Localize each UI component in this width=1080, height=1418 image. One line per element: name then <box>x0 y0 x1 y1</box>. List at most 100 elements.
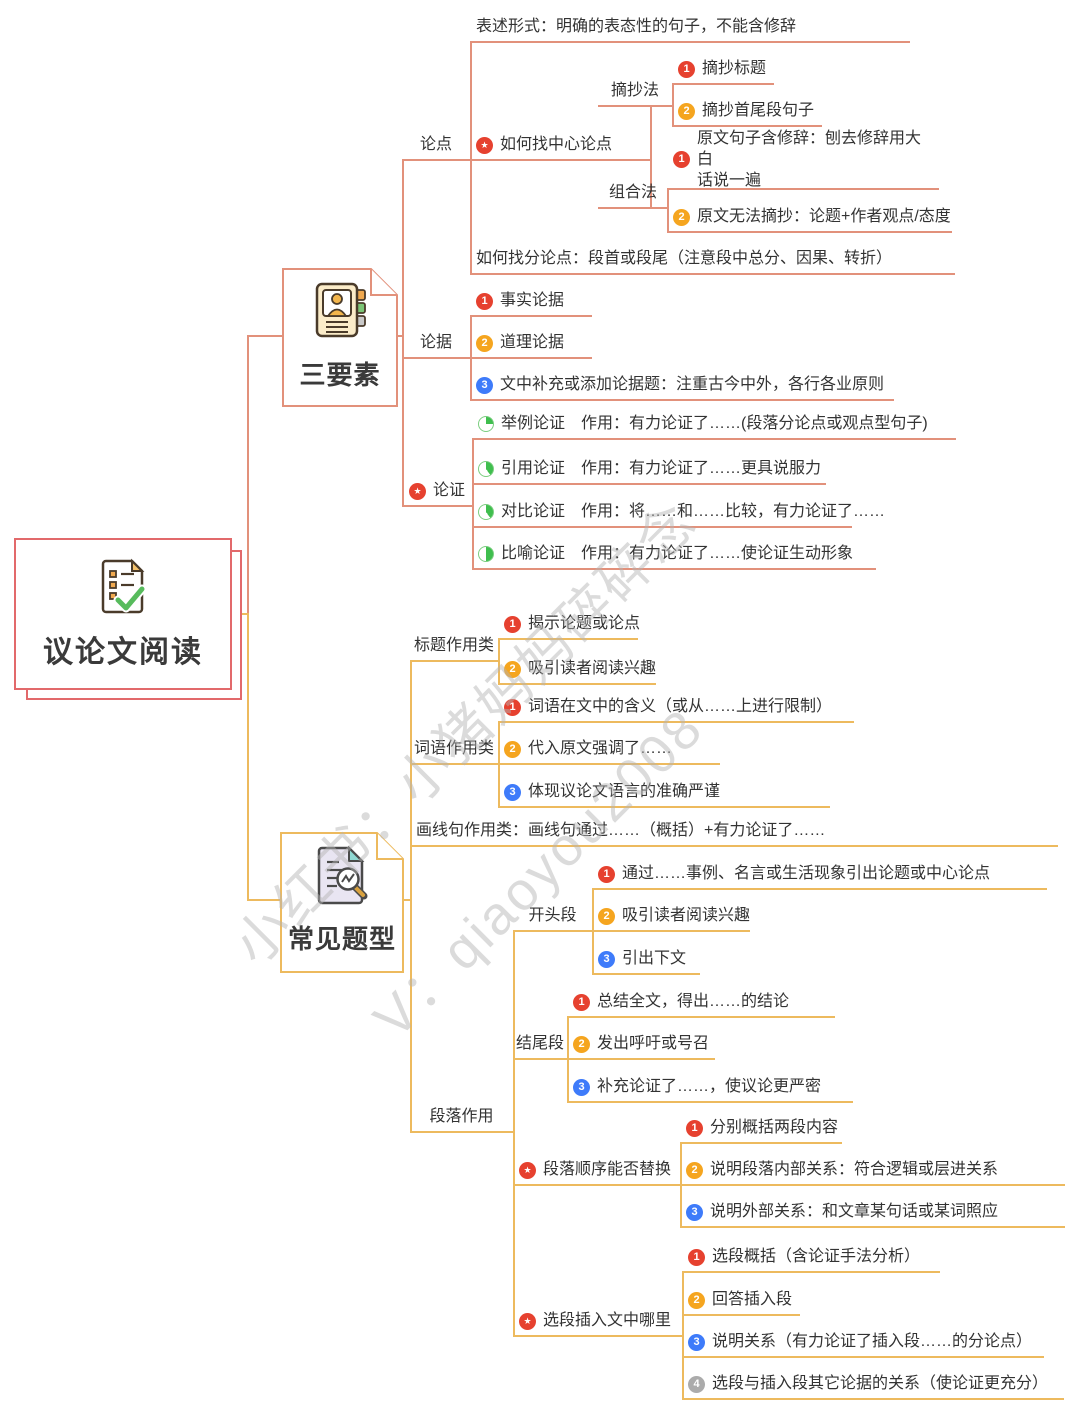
node-cr1: 1 选段概括（含论证手法分析） <box>682 1246 940 1273</box>
star-badge: ★ <box>519 1161 536 1179</box>
number-badge-2: 2 <box>688 1291 705 1309</box>
node-cy3: 3 体现议论文语言的准确严谨 <box>498 781 830 808</box>
node-sx2: 2 说明段落内部关系：符合逻辑或层进关系 <box>680 1159 1065 1186</box>
star-badge: ★ <box>519 1312 536 1330</box>
node-jw2: 2 发出呼吁或号召 <box>567 1033 715 1060</box>
branch-card-sanyaosu: 三要素 <box>282 280 398 392</box>
number-badge-2: 2 <box>504 660 521 678</box>
number-badge-3: 3 <box>686 1203 703 1221</box>
connector-line <box>402 161 404 507</box>
node-lunzheng: ★ 论证 <box>402 480 472 507</box>
node-bt1: 1 揭示论题或论点 <box>498 613 640 640</box>
connector-line <box>247 613 249 901</box>
number-badge-4: 4 <box>688 1375 705 1393</box>
number-badge-1: 1 <box>573 993 590 1011</box>
number-badge-1: 1 <box>476 292 493 310</box>
connector-line <box>567 1018 569 1103</box>
node-zhaochaofa: 摘抄法 <box>598 80 672 107</box>
number-badge-3: 3 <box>598 950 615 968</box>
progress-half-icon <box>478 546 494 562</box>
connector-line <box>402 899 410 901</box>
number-badge-3: 3 <box>476 376 493 394</box>
node-lz2: 引用论证 作用：有力论证了……更具说服力 <box>472 458 826 485</box>
node-zhao-fenlundian: 如何找分论点：段首或段尾（注意段中总分、因果、转折） <box>470 248 955 275</box>
node-charu-nali: ★ 选段插入文中哪里 <box>513 1310 682 1337</box>
branch-title-sanyaosu: 三要素 <box>299 360 381 390</box>
node-cy2: 2 代入原文强调了…… <box>498 738 720 765</box>
node-lunju: 论据 <box>402 332 470 359</box>
number-badge-2: 2 <box>678 102 695 120</box>
node-lz3: 对比论证 作用：将……和……比较，有力论证了…… <box>472 501 885 528</box>
document-checklist-check-icon <box>98 558 148 619</box>
node-jw3: 3 补充论证了……，使议论更严密 <box>567 1076 853 1103</box>
connector-line <box>682 1273 684 1400</box>
connector-line <box>498 640 500 685</box>
number-badge-1: 1 <box>673 151 690 168</box>
connector-line <box>680 1144 682 1228</box>
node-jw1: 1 总结全文，得出……的结论 <box>567 991 835 1018</box>
number-badge-2: 2 <box>673 208 690 226</box>
number-badge-2: 2 <box>598 907 615 925</box>
node-lj2: 2 道理论据 <box>470 332 592 359</box>
node-jieweiduan: 结尾段 <box>513 1033 567 1060</box>
node-cr4: 4 选段与插入段其它论据的关系（使论证更充分） <box>682 1373 1064 1400</box>
number-badge-1: 1 <box>688 1248 705 1266</box>
connector-line <box>247 336 249 614</box>
node-zuhefa: 组合法 <box>598 182 668 209</box>
number-badge-1: 1 <box>678 60 695 78</box>
node-cr2: 2 回答插入段 <box>682 1289 800 1316</box>
node-cr3: 3 说明关系（有力论证了插入段……的分论点） <box>682 1331 1044 1358</box>
node-kaitouduan: 开头段 <box>513 905 592 932</box>
number-badge-1: 1 <box>504 698 521 716</box>
star-badge: ★ <box>408 482 426 500</box>
root-title: 议论文阅读 <box>43 635 203 669</box>
node-cy1: 1 词语在文中的含义（或从……上进行限制） <box>498 696 854 723</box>
number-badge-1: 1 <box>504 615 521 633</box>
connector-line <box>672 85 674 127</box>
node-shunxu-tihuan: ★ 段落顺序能否替换 <box>513 1159 680 1186</box>
connector-line <box>247 899 281 901</box>
number-badge-1: 1 <box>686 1119 703 1137</box>
node-ciyu-zuoyong: 词语作用类 <box>410 738 498 765</box>
node-zc1: 1 摘抄标题 <box>672 58 774 85</box>
connector-line <box>470 317 472 401</box>
connector-line <box>247 335 283 337</box>
contact-book-icon <box>311 280 369 345</box>
node-zc2: 2 摘抄首尾段句子 <box>672 100 822 127</box>
node-duanluo-zuoyong: 段落作用 <box>410 1106 513 1133</box>
number-badge-2: 2 <box>504 740 521 758</box>
node-lj1: 1 事实论据 <box>470 290 592 317</box>
connector-line <box>592 890 594 975</box>
node-biaoshu-xingshi: 表述形式：明确的表态性的句子，不能含修辞 <box>470 16 910 43</box>
number-badge-2: 2 <box>686 1161 703 1179</box>
node-kt2: 2 吸引读者阅读兴趣 <box>592 905 750 932</box>
number-badge-3: 3 <box>573 1078 590 1096</box>
node-lz4: 比喻论证 作用：有力论证了……使论证生动形象 <box>472 543 876 570</box>
number-badge-1: 1 <box>598 865 615 883</box>
connector-line <box>498 723 500 808</box>
node-lj3: 3 文中补充或添加论据题：注重古今中外，各行各业原则 <box>470 374 894 401</box>
connector-line <box>513 932 515 1337</box>
connector-line <box>396 335 404 337</box>
connector-line <box>667 190 669 233</box>
number-badge-3: 3 <box>688 1333 705 1351</box>
connector-line <box>472 440 474 570</box>
number-badge-2: 2 <box>573 1035 590 1053</box>
branch-card-changjianti: 常见题型 <box>280 844 404 956</box>
progress-three-eighths-icon <box>478 461 494 477</box>
node-biaoti-zuoyong: 标题作用类 <box>410 635 498 662</box>
node-huaxianju: 画线句作用类：画线句通过……（概括）+有力论证了…… <box>410 820 1058 847</box>
node-zh1: 1 原文句子含修辞：刨去修辞用大白 话说一遍 <box>667 130 939 190</box>
branch-title-changjianti: 常见题型 <box>287 924 396 954</box>
number-badge-2: 2 <box>476 334 493 352</box>
progress-quarter-icon <box>478 416 494 432</box>
node-lundian: 论点 <box>402 134 470 161</box>
number-badge-3: 3 <box>504 783 521 801</box>
connector-line <box>410 662 412 1133</box>
root-card: 议论文阅读 <box>14 538 232 690</box>
progress-three-eighths-icon <box>478 504 494 520</box>
connector-line <box>650 107 652 209</box>
document-magnifier-icon <box>312 844 372 911</box>
node-kt3: 3 引出下文 <box>592 948 700 975</box>
